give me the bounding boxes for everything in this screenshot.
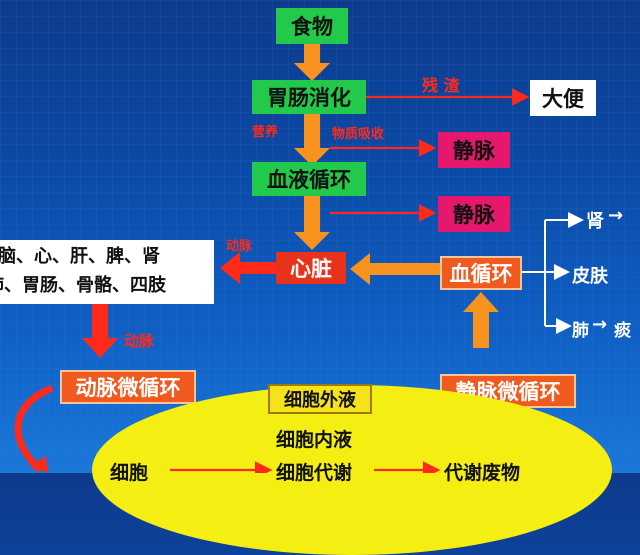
node-blood-circulation: 血液循环 (252, 162, 366, 196)
lung-sputum: 痰 (614, 321, 631, 341)
arrow-food-to-digest (294, 43, 330, 81)
node-vein-2: 静脉 (438, 196, 510, 232)
arrow-heart-to-organs (220, 252, 276, 284)
label-nutrients: 营养 (252, 125, 279, 140)
arrow-venous-to-circ (463, 292, 499, 348)
node-kidney: 肾 (586, 211, 604, 232)
node-feces: 大便 (530, 80, 596, 116)
node-icf: 细胞内液 (276, 429, 353, 451)
label-residue: 残 渣 (422, 76, 460, 95)
node-heart: 心脏 (276, 252, 346, 284)
node-circulation: 血循环 (440, 256, 522, 290)
node-lung: 肺 (572, 321, 589, 341)
organs-line-1: 脑、心、肝、脾、肾 (0, 246, 160, 267)
node-ecf: 细胞外液 (268, 384, 372, 414)
output-bracket (520, 212, 584, 334)
arrow-blood-to-heart (294, 196, 330, 250)
organs-line-2: 肺、胃肠、骨骼、四肢 (0, 275, 166, 296)
node-skin: 皮肤 (572, 266, 608, 287)
arrow-digest-to-blood (294, 114, 330, 166)
arrow-arterial-curve (14, 384, 54, 473)
arrow-circ-to-heart (350, 253, 440, 285)
ellipse-arrows (170, 461, 441, 473)
node-food: 食物 (276, 8, 348, 44)
arrow-organs-to-arterial (82, 304, 118, 358)
label-absorb: 物质吸收 (332, 127, 385, 142)
node-arterial-micro: 动脉微循环 (60, 370, 196, 404)
node-digest: 胃肠消化 (252, 80, 366, 114)
node-vein-1: 静脉 (438, 132, 510, 168)
organs-list: 脑、心、肝、脾、肾 肺、胃肠、骨骼、四肢 (0, 240, 214, 304)
kidney-arrow: → (608, 205, 624, 226)
label-artery-top: 动脉 (226, 239, 253, 254)
label-artery-down: 动脉 (124, 332, 155, 350)
lung-arrow: → (592, 314, 608, 335)
